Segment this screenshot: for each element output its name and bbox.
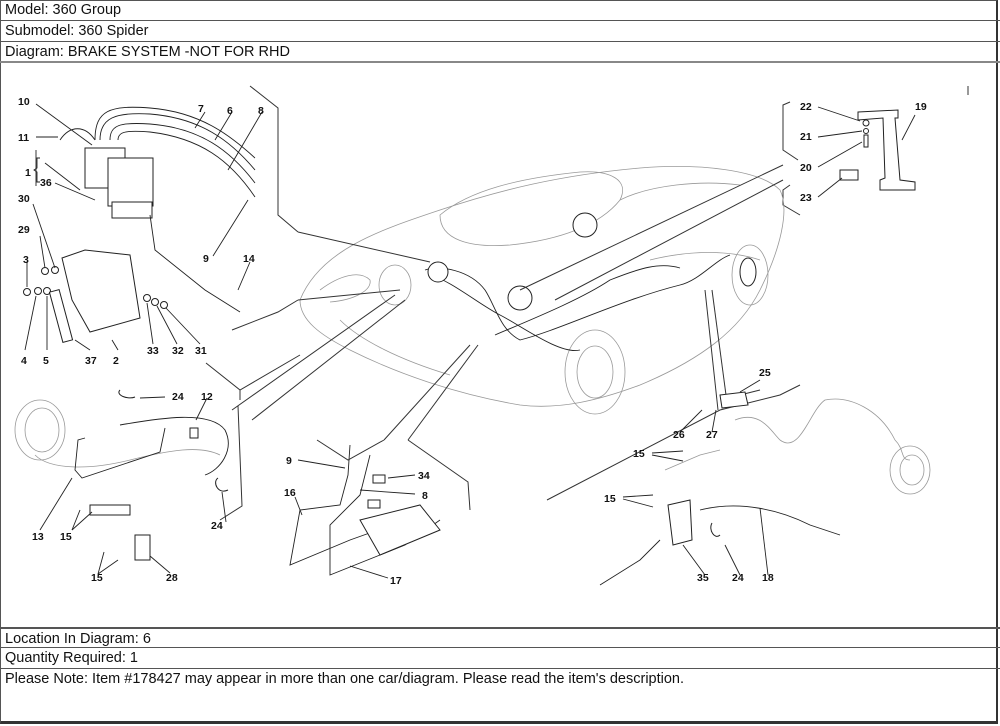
callout-22: 22: [800, 101, 812, 113]
abs-unit-group: [23, 103, 263, 351]
callout-26: 26: [673, 429, 685, 441]
callout-25: 25: [759, 367, 771, 379]
location-row: Location In Diagram: 6: [0, 627, 1000, 648]
callout-18: 18: [762, 572, 774, 584]
callout-3: 3: [23, 254, 29, 266]
car-outline: [299, 166, 785, 415]
submodel-row: Submodel: 360 Spider: [0, 21, 1000, 42]
callout-5: 5: [43, 355, 49, 367]
callout-34: 34: [418, 470, 430, 482]
callout-36: 36: [40, 177, 52, 189]
submodel-label: Submodel: 360 Spider: [5, 23, 149, 39]
callout-24b: 24: [211, 520, 223, 532]
quantity-row: Quantity Required: 1: [0, 648, 1000, 669]
callout-24a: 24: [172, 391, 184, 403]
callout-15b: 15: [91, 572, 103, 584]
callout-28: 28: [166, 572, 178, 584]
callouts-bottom-center: 9 16 34 8 17: [284, 455, 430, 587]
callout-7: 7: [198, 103, 204, 115]
item-note: Please Note: Item #178427 may appear in …: [5, 671, 685, 687]
brake-system-diagram: 10 11 1 36 7 6 8 30 29 3 9 14 4 5 37 2 3…: [14, 85, 969, 587]
callout-17: 17: [390, 575, 402, 587]
leader-lines: [231, 164, 784, 441]
callout-1: 1: [25, 167, 31, 179]
callout-20: 20: [800, 162, 812, 174]
callout-15c: 15: [633, 448, 645, 460]
callout-4: 4: [21, 355, 27, 367]
callout-8: 8: [258, 105, 264, 117]
callout-15a: 15: [60, 531, 72, 543]
model-label: Model: 360 Group: [5, 2, 122, 18]
callout-24c: 24: [732, 572, 744, 584]
callout-37: 37: [85, 355, 97, 367]
location-in-diagram: Location In Diagram: 6: [5, 631, 151, 647]
callout-9b: 9: [286, 455, 292, 467]
callouts-top-right: 22 21 20 23 19: [800, 101, 927, 204]
callout-8b: 8: [422, 490, 428, 502]
callout-14: 14: [243, 253, 255, 265]
note-row: Please Note: Item #178427 may appear in …: [0, 669, 1000, 724]
callout-12: 12: [201, 391, 213, 403]
center-lines-group: [289, 444, 441, 579]
rear-brake-group: [599, 379, 931, 586]
callout-31: 31: [195, 345, 207, 357]
front-brake-group: [14, 389, 229, 575]
callout-2: 2: [113, 355, 119, 367]
callout-10: 10: [18, 96, 30, 108]
callout-16: 16: [284, 487, 296, 499]
callout-6: 6: [227, 105, 233, 117]
callout-13: 13: [32, 531, 44, 543]
callout-19: 19: [915, 101, 927, 113]
callouts-bottom-left: 24 12 13 15 15 28 24: [32, 391, 223, 584]
callout-32: 32: [172, 345, 184, 357]
diagram-title-row: Diagram: BRAKE SYSTEM -NOT FOR RHD: [0, 42, 1000, 63]
callout-21: 21: [800, 131, 812, 143]
callout-23: 23: [800, 192, 812, 204]
panel-dividers: [205, 85, 969, 521]
car-brake-lines: [424, 212, 757, 351]
callout-35: 35: [697, 572, 709, 584]
callout-29: 29: [18, 224, 30, 236]
callout-33: 33: [147, 345, 159, 357]
callout-15d: 15: [604, 493, 616, 505]
callouts-bottom-right: 25 26 27 15 15 35 24 18: [604, 367, 774, 584]
callout-30: 30: [18, 193, 30, 205]
model-row: Model: 360 Group: [0, 0, 1000, 21]
quantity-required: Quantity Required: 1: [5, 650, 138, 666]
bracket-group: [817, 106, 916, 198]
callout-11: 11: [18, 132, 29, 144]
callouts-top-left: 10 11 1 36 7 6 8 30 29 3 9 14 4 5 37 2 3…: [18, 96, 264, 367]
callout-9: 9: [203, 253, 209, 265]
callout-27: 27: [706, 429, 718, 441]
diagram-title: Diagram: BRAKE SYSTEM -NOT FOR RHD: [5, 44, 290, 60]
